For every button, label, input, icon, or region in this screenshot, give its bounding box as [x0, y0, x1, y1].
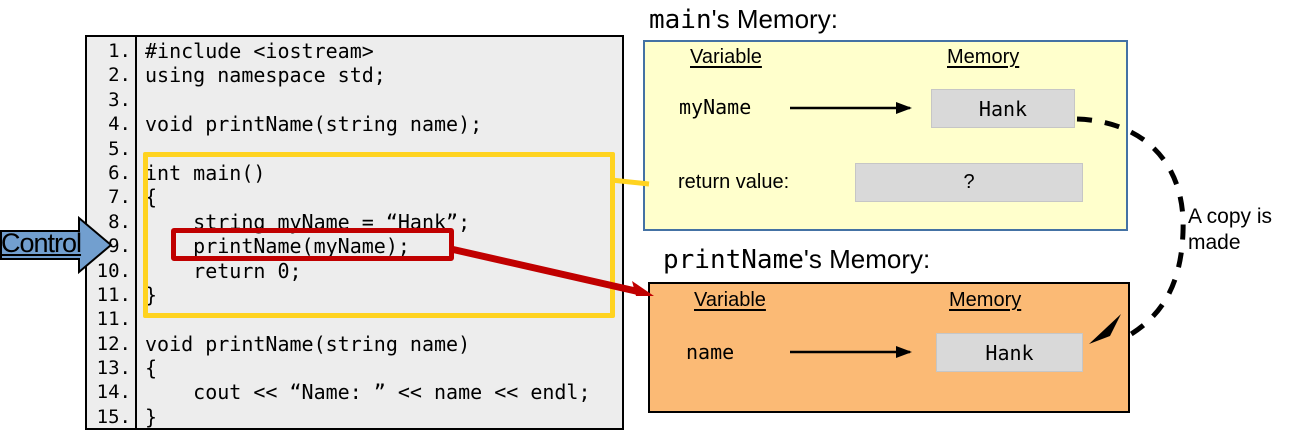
code-text: { [145, 185, 158, 210]
line-number: 7. [108, 186, 131, 209]
copy-annotation: A copy is made [1188, 205, 1273, 254]
code-text: void printName(string name) [145, 331, 471, 356]
code-text [136, 88, 145, 112]
line-number: 6. [108, 161, 131, 184]
code-line: 10. return 0; [87, 259, 622, 283]
main-return-value-box: ? [855, 163, 1083, 202]
line-number: 11. [96, 283, 131, 306]
code-text: } [145, 282, 158, 307]
line-number: 15. [96, 405, 131, 428]
code-text: } [145, 404, 158, 429]
line-number: 13. [96, 357, 131, 380]
printname-variable-header: Variable [694, 289, 766, 311]
code-line: 1. #include <iostream> [87, 39, 622, 63]
main-return-label: return value: [678, 171, 790, 193]
code-text: cout << “Name: ” << name << endl; [145, 380, 591, 405]
code-text: void printName(string name); [145, 112, 483, 137]
line-number: 2. [108, 64, 131, 87]
main-memory-title-code: main [649, 5, 712, 35]
code-panel: 1. #include <iostream> 2. using namespace s… [85, 35, 624, 430]
code-line: 5. [87, 137, 622, 161]
code-text: int main() [145, 160, 266, 185]
code-line: 14. cout << “Name: ” << name << endl; [87, 380, 622, 404]
printname-name-value-box: Hank [936, 333, 1083, 372]
code-text: { [145, 356, 158, 381]
line-number: 1. [108, 40, 131, 62]
code-text: printName(myName); [145, 234, 410, 259]
printname-memory-header: Memory [949, 289, 1022, 311]
line-number: 14. [96, 381, 131, 404]
code-lines: 1. #include <iostream> 2. using namespace s… [87, 39, 622, 429]
printname-memory-title-code: printName [663, 245, 804, 275]
code-text: using namespace std; [145, 63, 386, 88]
code-text: #include <iostream> [145, 39, 374, 63]
printname-variable-name: name [686, 340, 735, 364]
printname-memory-title: printName's Memory: [663, 244, 930, 275]
code-line: 4. void printName(string name); [87, 112, 622, 136]
code-line: 3. [87, 88, 622, 112]
code-line: 12. void printName(string name) [87, 332, 622, 356]
code-line: 15.} [87, 405, 622, 429]
code-line: 8. string myName = “Hank”; [87, 210, 622, 234]
line-number: 4. [108, 113, 131, 136]
line-number: 12. [96, 332, 131, 355]
code-line: 11.} [87, 283, 622, 307]
main-memory-title: main's Memory: [649, 4, 838, 35]
code-line: 7. { [87, 185, 622, 209]
code-text: return 0; [145, 258, 302, 283]
line-number: 9. [108, 235, 131, 258]
line-number: 5. [108, 137, 131, 160]
code-line: 11. [87, 307, 622, 331]
line-number: 11. [96, 308, 131, 331]
main-myname-value-box: Hank [931, 89, 1075, 128]
main-variable-myname: myName [679, 95, 752, 119]
main-memory-header: Memory [947, 46, 1020, 68]
code-text: string myName = “Hank”; [145, 209, 471, 234]
line-number-separator [135, 37, 137, 428]
printname-memory-title-suffix: 's Memory: [803, 244, 931, 274]
line-number: 3. [108, 88, 131, 111]
main-myname-value: Hank [978, 96, 1028, 121]
main-variable-header: Variable [690, 46, 762, 68]
control-label: Control [1, 228, 82, 258]
code-line: 9. printName(myName); [87, 234, 622, 258]
line-number: 10. [96, 259, 131, 282]
code-line: 6. int main() [87, 161, 622, 185]
main-memory-title-suffix: 's Memory: [711, 4, 838, 34]
code-line: 13. { [87, 356, 622, 380]
printname-name-value: Hank [985, 340, 1034, 365]
line-number: 8. [108, 210, 131, 233]
code-text [136, 307, 145, 331]
code-text [136, 137, 145, 161]
main-return-value: ? [963, 171, 975, 193]
code-line: 2. using namespace std; [87, 63, 622, 87]
